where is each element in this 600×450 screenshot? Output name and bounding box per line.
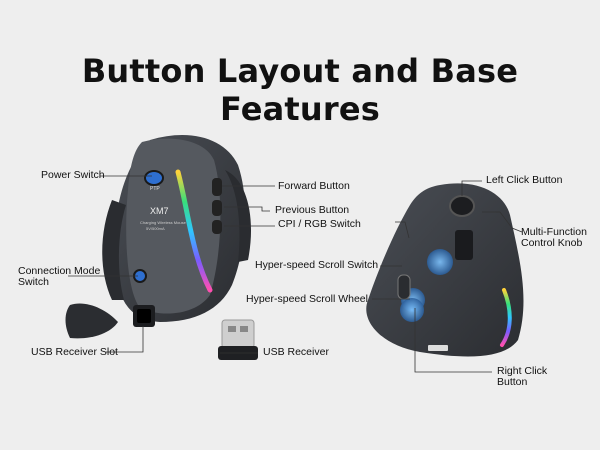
label-cpi-rgb-switch: CPI / RGB Switch: [278, 218, 361, 230]
label-hyper-speed-scroll-wheel: Hyper-speed Scroll Wheel: [246, 293, 368, 305]
label-left-click-button: Left Click Button: [486, 174, 563, 186]
leader-lines: [68, 175, 523, 373]
label-right-click-line2: Button: [497, 376, 528, 388]
mouse-side-view: [366, 183, 524, 357]
label-multi-function-line2: Control Knob: [521, 237, 583, 249]
battery-cover: [65, 303, 118, 339]
label-right-click-line1: Right Click: [497, 365, 548, 377]
label-connection-mode-switch-line2: Switch: [18, 276, 49, 288]
usb-receiver-image: [218, 319, 258, 360]
label-connection-mode-switch-line1: Connection Mode: [18, 265, 101, 277]
label-usb-receiver-slot: USB Receiver Slot: [31, 346, 118, 358]
mouse-bottom-view: PTP XM7 Charging Wireless Mouse 5V/500mA: [102, 134, 252, 327]
label-previous-button: Previous Button: [275, 204, 350, 216]
label-multi-function-line1: Multi-Function: [521, 226, 587, 238]
mouse-model-text: XM7: [150, 206, 169, 216]
label-forward-button: Forward Button: [278, 180, 350, 192]
control-knob: [449, 195, 475, 217]
mouse-label-line2: 5V/500mA: [146, 226, 165, 231]
label-power-switch: Power Switch: [41, 169, 105, 181]
label-usb-receiver: USB Receiver: [263, 346, 329, 358]
page-title: Button Layout and Base Features: [81, 52, 519, 128]
mouse-label-line1: Charging Wireless Mouse: [140, 220, 187, 225]
label-hyper-speed-scroll-switch: Hyper-speed Scroll Switch: [255, 259, 379, 271]
mouse-brand-text: PTP: [150, 186, 160, 192]
